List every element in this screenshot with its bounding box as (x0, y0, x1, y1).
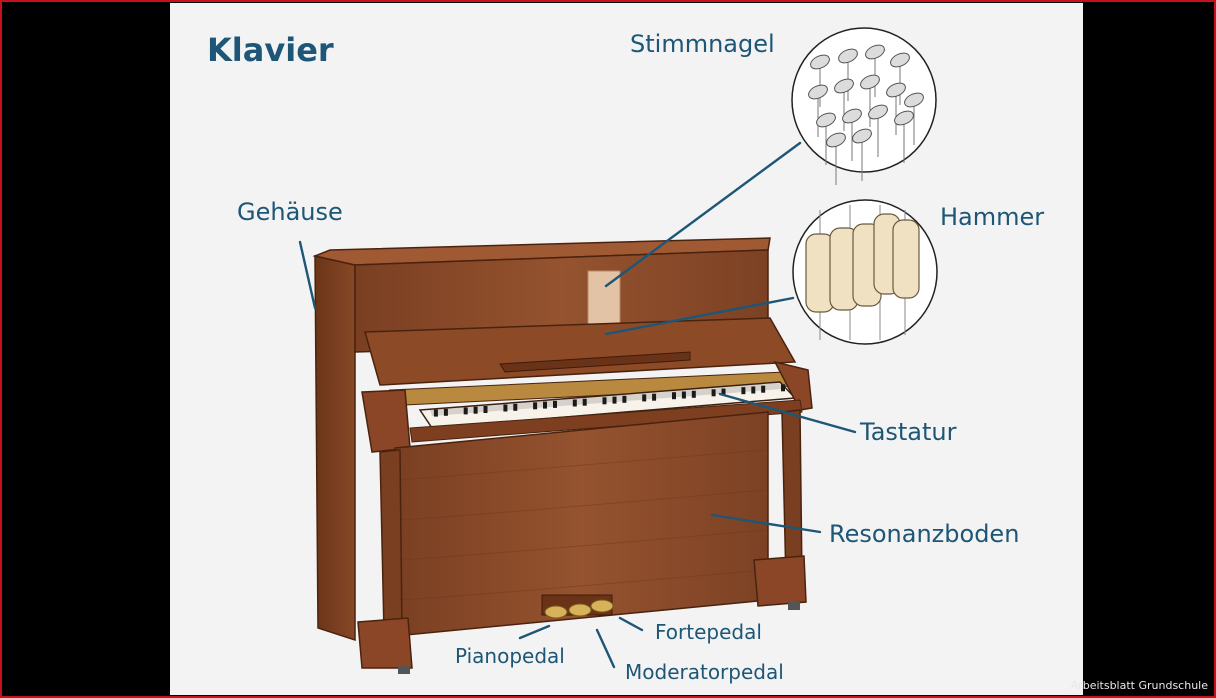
tuning-pin (868, 104, 888, 120)
piano-side-panel (314, 255, 356, 642)
tuning-pin (826, 132, 846, 148)
black-key (572, 399, 577, 407)
black-key (672, 392, 676, 400)
left-caster (398, 666, 410, 674)
black-key (642, 394, 647, 402)
right-caster (788, 602, 800, 610)
piano-pedal-shape (544, 605, 568, 619)
black-key (721, 388, 726, 396)
tuning-pin (904, 92, 924, 108)
black-key-marks (433, 384, 785, 417)
black-key (443, 408, 448, 416)
tuning-pin (834, 78, 854, 94)
piano-fallboard (364, 317, 797, 386)
tuning-pin (808, 84, 828, 100)
label-gehaeuse: Gehäuse (237, 198, 343, 226)
leader-moderatorpedal (595, 628, 616, 669)
key-slip (409, 399, 803, 443)
piano-top-lid (312, 237, 771, 266)
label-stimmnagel: Stimmnagel (630, 30, 775, 58)
black-key (622, 395, 627, 403)
tuning-pin (810, 54, 830, 70)
tuning-pin (816, 112, 836, 128)
left-leg (379, 449, 403, 633)
black-key (543, 401, 547, 409)
black-key (483, 406, 488, 413)
leader-fortepedal (618, 616, 644, 632)
hammer-detail (792, 199, 938, 345)
black-key (781, 384, 785, 392)
black-key (513, 403, 518, 411)
diagram-title: Klavier (207, 31, 334, 69)
tuning-pin (852, 128, 872, 144)
black-key (473, 406, 478, 414)
label-pianopedal: Pianopedal (455, 644, 565, 668)
wood-grain (399, 449, 766, 601)
label-fortepedal: Fortepedal (655, 620, 762, 644)
tuning-pins-detail (791, 27, 937, 185)
tuning-pin (886, 82, 906, 98)
watermark: Arbeitsblatt Grundschule (1070, 679, 1208, 692)
black-key (602, 397, 607, 405)
black-key (582, 398, 587, 406)
leader-lines (298, 141, 857, 669)
black-key (711, 389, 716, 397)
black-key (691, 390, 696, 398)
black-key (761, 385, 766, 393)
tuning-pin (838, 48, 858, 64)
leader-tastatur (718, 392, 857, 434)
moderator-pedal-shape (568, 603, 592, 617)
black-key (553, 400, 557, 408)
label-resonanzboden: Resonanzboden (829, 520, 1020, 548)
forte-pedal-shape (590, 599, 614, 613)
label-tastatur: Tastatur (860, 418, 957, 446)
black-key (503, 404, 508, 412)
tuning-pin (894, 110, 914, 126)
tuning-pin (890, 52, 910, 68)
leader-resonanzboden (710, 513, 822, 534)
music-rest (499, 351, 691, 373)
black-key (741, 387, 746, 395)
tuning-pin (865, 44, 885, 60)
tuning-pin (842, 108, 862, 124)
black-key (463, 407, 468, 415)
black-key (612, 396, 617, 404)
label-hammer: Hammer (940, 203, 1045, 231)
tuning-pin (860, 74, 880, 90)
leader-pianopedal (518, 624, 551, 640)
black-key (681, 391, 686, 399)
right-cheek-block (773, 360, 813, 411)
leader-stimmnagel (604, 141, 802, 288)
black-key (533, 402, 538, 410)
leader-gehaeuse (298, 240, 317, 310)
right-foot (753, 555, 807, 607)
black-key (751, 386, 756, 394)
label-moderatorpedal: Moderatorpedal (625, 660, 784, 684)
leader-hammer (604, 296, 795, 336)
black-key (652, 393, 657, 401)
left-cheek-block (361, 389, 411, 453)
black-key (433, 409, 438, 417)
left-foot (357, 617, 413, 669)
